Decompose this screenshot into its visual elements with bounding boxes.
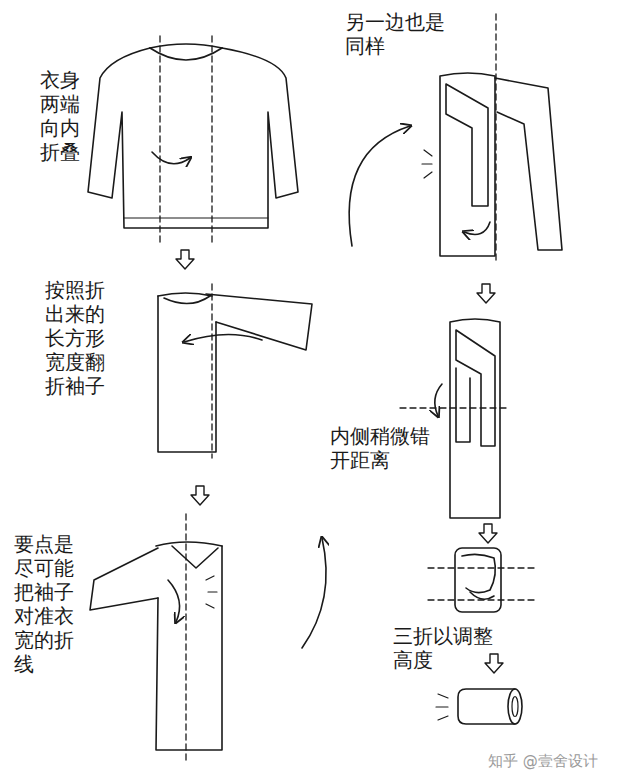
sweater-thirds [428, 548, 538, 612]
step-note: 内侧稍微错 开距离 [330, 424, 436, 472]
step-note: 三折以调整 高度 [393, 624, 499, 672]
sweater-fold-sleeve [158, 284, 312, 458]
sweater-rectangle [400, 319, 506, 518]
step-note: 另一边也是 同样 [345, 10, 451, 58]
sweater-flat [88, 36, 298, 242]
step-note: 按照折 出来的 长方形 宽度翻 折袖子 [45, 278, 111, 398]
step-note: 要点是 尽可能 把袖子 对准衣 宽的折 线 [14, 532, 80, 676]
step-arrow [176, 250, 503, 673]
sweater-roll [436, 689, 522, 724]
step-note: 衣身 两端 向内 折叠 [40, 68, 86, 164]
watermark: 知乎 @壹舍设计 [488, 752, 598, 771]
sweater-sleeve-aligned [90, 514, 326, 762]
